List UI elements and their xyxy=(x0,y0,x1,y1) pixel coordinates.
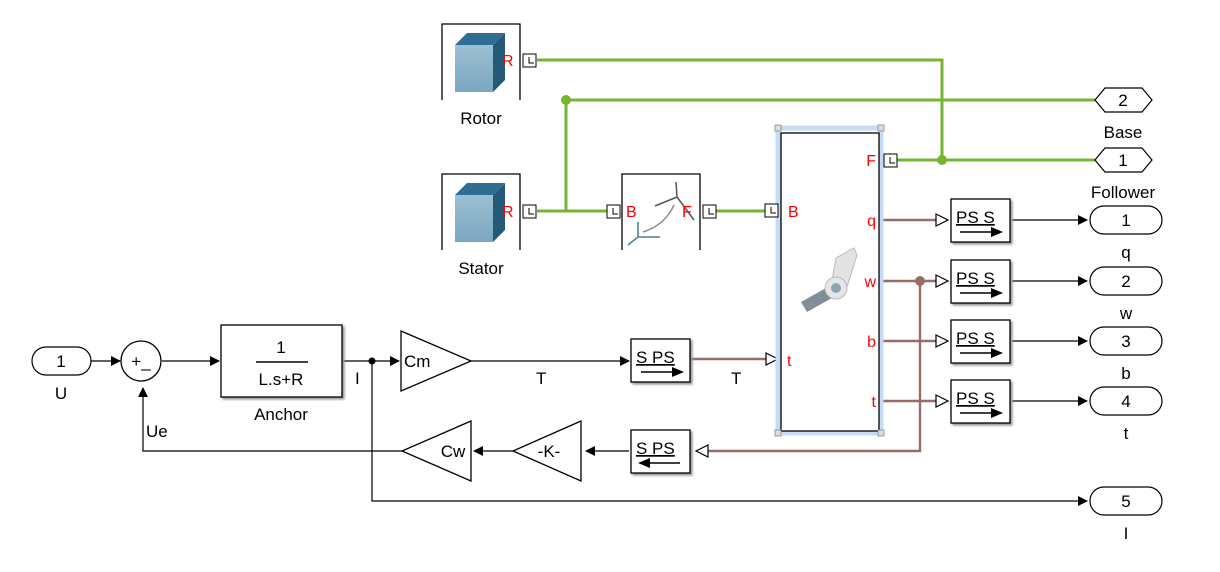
frame-transform-icon xyxy=(627,181,695,246)
ps-connections xyxy=(690,213,950,458)
outport-label: I xyxy=(1124,524,1129,543)
inport-1[interactable]: 1 U xyxy=(31,346,92,403)
svg-text:PS S: PS S xyxy=(956,208,995,227)
svg-text:5: 5 xyxy=(1121,492,1130,511)
outport-label: t xyxy=(1124,424,1129,443)
port-t-in: t xyxy=(787,353,792,370)
gain-k[interactable]: -K- xyxy=(511,420,582,482)
port-B: B xyxy=(788,204,799,221)
inport-label: U xyxy=(55,384,67,403)
base-label: Base xyxy=(1104,123,1143,142)
port-R: R xyxy=(502,53,514,70)
svg-text:1: 1 xyxy=(56,352,65,371)
sum-signs: +_ xyxy=(131,352,151,371)
s-ps-converter-feedback[interactable]: S PS xyxy=(630,429,691,474)
port-t-out: t xyxy=(872,394,877,411)
resize-handle xyxy=(877,429,885,437)
sum-block[interactable]: +_ xyxy=(120,340,162,382)
ps-s-converter[interactable]: PS S xyxy=(950,198,1011,243)
rigid-transform-block[interactable]: B F xyxy=(606,173,717,250)
solid-cube-icon xyxy=(455,33,505,92)
outport-label: w xyxy=(1119,304,1133,323)
tf-denominator: L.s+R xyxy=(259,370,304,389)
port-F: F xyxy=(682,204,692,221)
ps-s-converter[interactable]: PS S xyxy=(950,259,1011,304)
revolute-joint-icon xyxy=(801,247,858,312)
signal-label-T-ps: T xyxy=(731,369,741,388)
svg-text:2: 2 xyxy=(1118,91,1127,110)
tf-numerator: 1 xyxy=(276,338,285,357)
port-q: q xyxy=(867,213,876,230)
junction-dot xyxy=(915,276,925,286)
port-R: R xyxy=(502,204,514,221)
port-w: w xyxy=(863,274,876,291)
outport-label: b xyxy=(1121,364,1130,383)
port-b: b xyxy=(867,334,876,351)
resize-handle xyxy=(774,124,782,132)
port-F: F xyxy=(866,153,876,170)
ps-s-converter[interactable]: PS S xyxy=(950,379,1011,424)
svg-text:PS S: PS S xyxy=(956,389,995,408)
solid-cube-icon xyxy=(455,183,505,242)
connection-port-base[interactable]: 2 Base xyxy=(1094,87,1153,142)
svg-text:2: 2 xyxy=(1121,272,1130,291)
svg-text:PS S: PS S xyxy=(956,269,995,288)
svg-text:Cm: Cm xyxy=(404,352,430,371)
svg-text:1: 1 xyxy=(1118,151,1127,170)
stator-block[interactable]: R Stator xyxy=(441,173,537,278)
svg-text:S PS: S PS xyxy=(636,348,675,367)
svg-text:Cw: Cw xyxy=(441,442,466,461)
signal-label-I: I xyxy=(355,369,360,388)
outport-4[interactable]: 4t xyxy=(1089,386,1163,443)
mech-connections xyxy=(537,58,1095,213)
junction-dot xyxy=(937,155,947,165)
resize-handle xyxy=(877,124,885,132)
rotor-label: Rotor xyxy=(460,109,502,128)
anchor-transfer-fcn[interactable]: 1 L.s+R Anchor xyxy=(220,324,343,424)
svg-text:PS S: PS S xyxy=(956,329,995,348)
follower-label: Follower xyxy=(1091,183,1156,202)
s-ps-converter-forward[interactable]: S PS xyxy=(630,338,691,383)
resize-handle xyxy=(774,429,782,437)
revolute-joint-block[interactable]: B t F q w b t xyxy=(764,124,898,437)
ps-s-converter[interactable]: PS S xyxy=(950,319,1011,364)
outport-label: q xyxy=(1121,243,1130,262)
svg-text:3: 3 xyxy=(1121,332,1130,351)
anchor-label: Anchor xyxy=(254,405,308,424)
outport-5[interactable]: 5 I xyxy=(1089,486,1163,543)
svg-text:1: 1 xyxy=(1121,211,1130,230)
signal-lines xyxy=(91,215,1088,506)
outport-2[interactable]: 2w xyxy=(1089,266,1163,323)
connection-port-follower[interactable]: 1 Follower xyxy=(1091,147,1156,202)
gain-cm[interactable]: Cm xyxy=(400,330,473,392)
svg-text:S PS: S PS xyxy=(636,439,675,458)
signal-label-Ue: Ue xyxy=(146,422,168,441)
svg-text:-K-: -K- xyxy=(538,442,561,461)
svg-text:4: 4 xyxy=(1121,392,1130,411)
outport-3[interactable]: 3b xyxy=(1089,326,1163,383)
junction-dot xyxy=(561,95,571,105)
rotor-block[interactable]: R Rotor xyxy=(441,23,537,128)
gain-cw[interactable]: Cw xyxy=(400,420,472,482)
port-B: B xyxy=(626,204,637,221)
signal-label-T: T xyxy=(536,369,546,388)
outport-1[interactable]: 1q xyxy=(1089,205,1163,262)
stator-label: Stator xyxy=(458,259,504,278)
